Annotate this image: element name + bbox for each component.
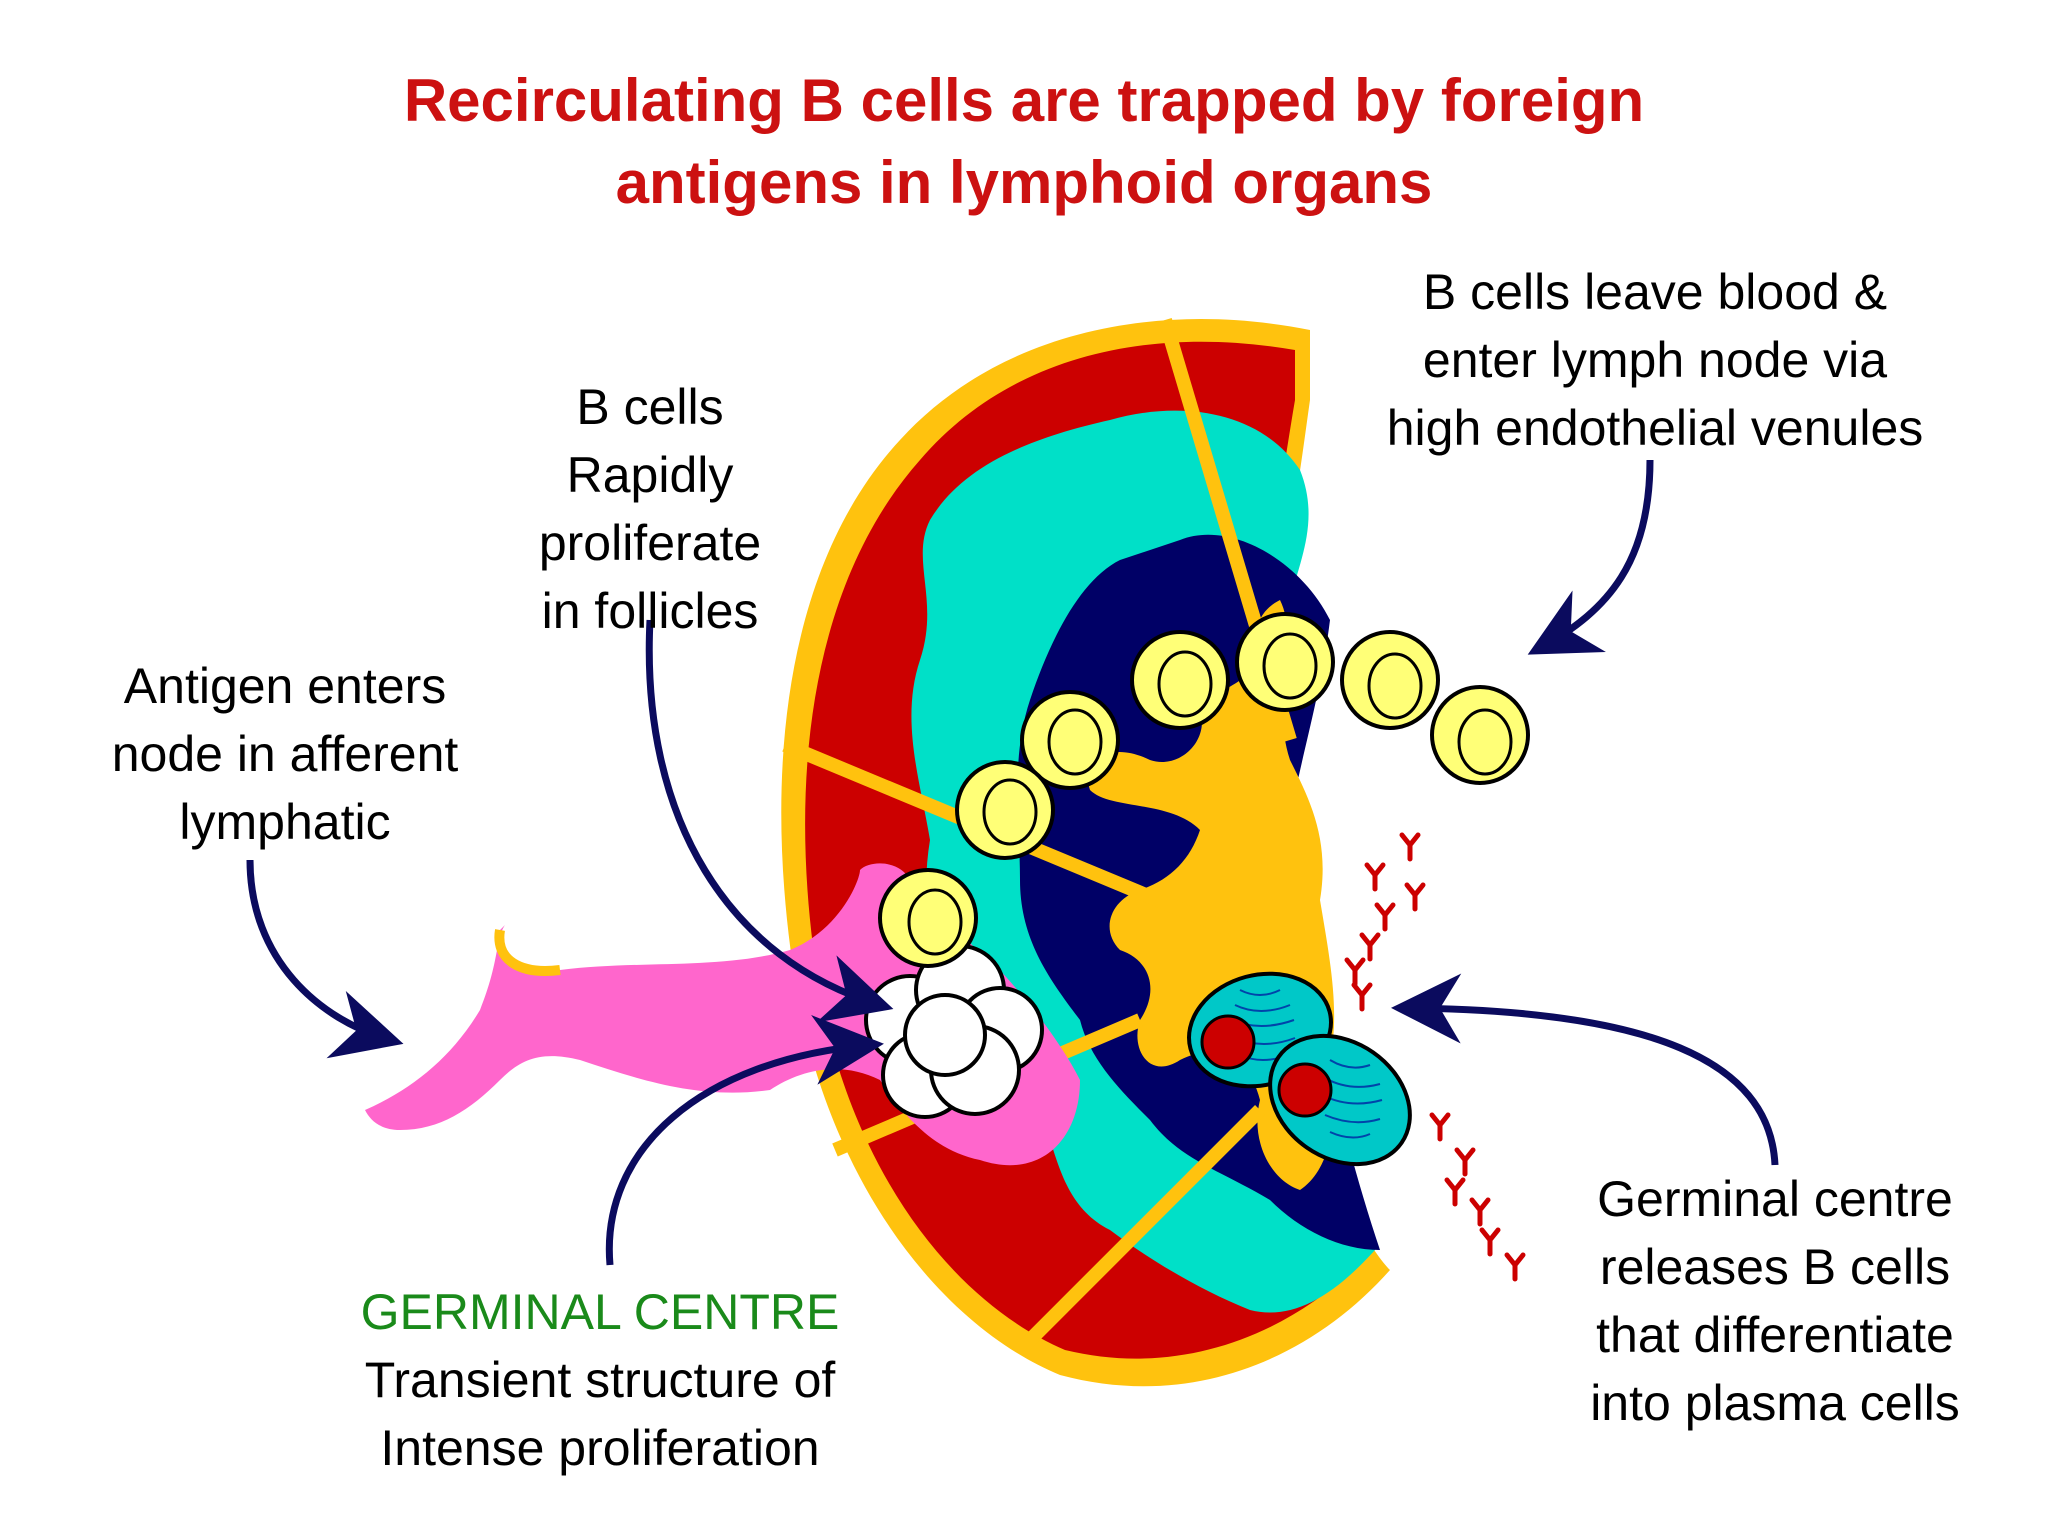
antibody — [1374, 902, 1396, 932]
germinal-centre-cells — [864, 944, 1044, 1119]
antibody — [1429, 1112, 1451, 1142]
b-cell — [1340, 630, 1440, 730]
lymph-node — [781, 318, 1390, 1387]
antibody — [1404, 882, 1426, 912]
diagram-title: Recirculating B cells are trapped by for… — [0, 60, 2048, 224]
b-cell — [1020, 690, 1120, 790]
antibody — [1454, 1147, 1476, 1177]
antibodies — [1344, 832, 1526, 1282]
b-cells — [878, 612, 1530, 968]
germinal-centre-heading: GERMINAL CENTRE — [360, 1284, 840, 1340]
title-line-2: antigens in lymphoid organs — [615, 149, 1433, 216]
antibody — [1469, 1197, 1491, 1227]
gc-cell — [903, 993, 987, 1077]
antibody — [1479, 1227, 1501, 1257]
b-cell — [1235, 612, 1335, 712]
proliferate-label: B cells Rapidly proliferate in follicles — [538, 379, 762, 639]
title-line-1: Recirculating B cells are trapped by for… — [403, 67, 1645, 134]
antibody — [1399, 832, 1421, 862]
lymphatic-outline — [494, 929, 561, 976]
antibody — [1351, 982, 1373, 1012]
release-label: Germinal centre releases B cells that di… — [1590, 1171, 1960, 1431]
arrow-antigen — [246, 859, 404, 1059]
germinal-centre-label: GERMINAL CENTRE Transient structure of I… — [300, 1278, 900, 1482]
antibody — [1444, 1177, 1466, 1207]
antibody — [1364, 862, 1386, 892]
b-cell — [955, 760, 1055, 860]
arrow-proliferate — [645, 619, 894, 1023]
arrow-hev — [1527, 459, 1654, 655]
hev-label: B cells leave blood & enter lymph node v… — [1386, 264, 1924, 456]
antigen-label: Antigen enters node in afferent lymphati… — [111, 658, 459, 850]
antibody — [1504, 1252, 1526, 1282]
plasma-cells — [1187, 971, 1412, 1167]
antibody — [1359, 932, 1381, 962]
plasma-cell — [1268, 1033, 1412, 1167]
b-cell — [1430, 685, 1530, 785]
antibody — [1344, 957, 1366, 987]
b-cell — [878, 868, 978, 968]
arrow-release — [1391, 973, 1779, 1166]
b-cell — [1130, 630, 1230, 730]
callout-arrows — [246, 459, 1779, 1266]
arrow-germinal — [605, 1015, 884, 1266]
